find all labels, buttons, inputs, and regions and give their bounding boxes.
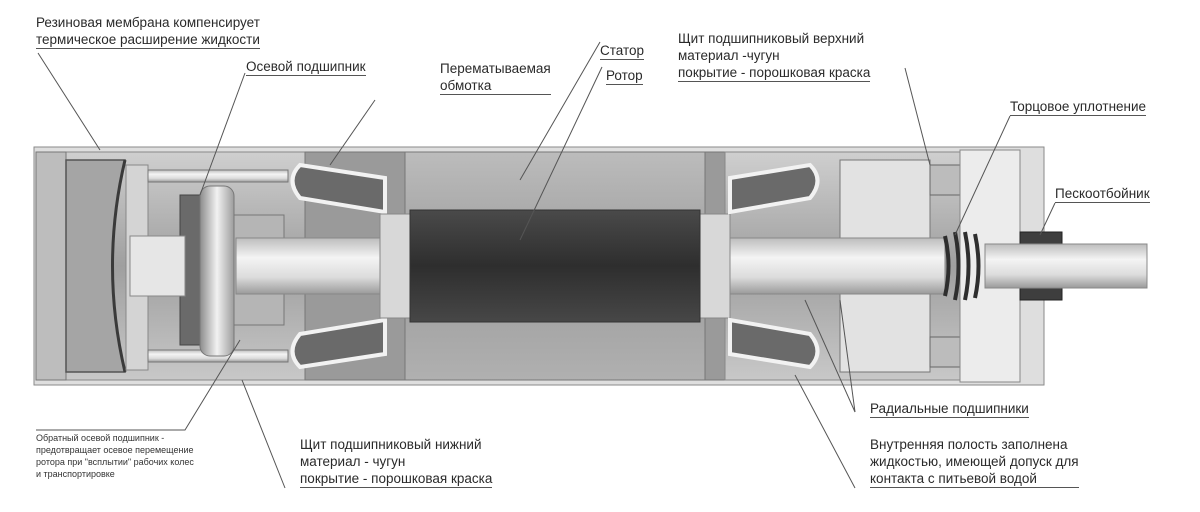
leader-upper-shield — [904, 67, 931, 166]
leader-axial-bearing — [199, 72, 246, 196]
leader-reverse-bearing — [36, 339, 241, 431]
leader-cavity — [794, 374, 856, 489]
lower-shield-line-3: покрытие - порошковая краска — [300, 471, 493, 488]
upper-shield-line-2: материал -чугун — [678, 48, 780, 63]
label-sand-guard: Пескоотбойник — [1055, 186, 1150, 203]
label-inner-cavity: Внутренняя полость заполнена жидкостью, … — [870, 436, 1079, 488]
output-shaft — [984, 243, 1148, 289]
winding-line-2: обмотка — [440, 77, 551, 95]
leader-lower-shield — [241, 379, 286, 489]
upper-shield-line-3: покрытие - порошковая краска — [678, 65, 871, 82]
cavity-line-1: Внутренняя полость заполнена — [870, 437, 1068, 452]
reverse-line-4: и транспортировке — [36, 469, 115, 479]
winding-line-1: Перематываемая — [440, 61, 551, 76]
winding-right — [728, 162, 820, 370]
label-rotor: Ротор — [606, 68, 643, 85]
label-axial-bearing: Осевой подшипник — [246, 59, 366, 76]
membrane-line-2: термическое расширение жидкости — [36, 32, 260, 49]
lower-shield-line-2: материал - чугун — [300, 454, 406, 469]
leader-seal — [954, 115, 1011, 236]
leader-winding — [329, 99, 376, 166]
reverse-line-2: предотвращает осевое перемещение — [36, 445, 194, 455]
lower-shield-line-1: Щит подшипниковый нижний — [300, 437, 482, 452]
leader-membrane — [37, 52, 101, 151]
label-upper-shield: Щит подшипниковый верхний материал -чугу… — [678, 30, 871, 82]
label-reverse-axial-bearing: Обратный осевой подшипник - предотвращае… — [36, 432, 194, 480]
reverse-line-3: ротора при "всплытии" рабочих колес — [36, 457, 194, 467]
cavity-line-3: контакта с питьевой водой — [870, 470, 1079, 488]
label-rewindable-winding: Перематываемая обмотка — [440, 60, 551, 95]
leader-sand-guard — [1039, 202, 1056, 236]
label-membrane: Резиновая мембрана компенсирует термичес… — [36, 14, 260, 49]
reverse-line-1: Обратный осевой подшипник - — [36, 433, 165, 443]
winding-left — [290, 162, 387, 370]
membrane-line-1: Резиновая мембрана компенсирует — [36, 15, 260, 30]
cavity-line-2: жидкостью, имеющей допуск для — [870, 454, 1079, 469]
leader-rotor — [519, 66, 603, 241]
rotor — [409, 209, 701, 323]
label-lower-shield: Щит подшипниковый нижний материал - чугу… — [300, 436, 493, 488]
leader-stator — [519, 41, 601, 181]
label-stator: Статор — [600, 43, 645, 60]
leader-radial-1 — [804, 299, 856, 413]
label-radial-bearings: Радиальные подшипники — [870, 401, 1029, 418]
leader-radial-2 — [839, 299, 856, 413]
mechanical-seal — [943, 231, 981, 301]
upper-shield-line-1: Щит подшипниковый верхний — [678, 31, 865, 46]
shaft-right — [729, 237, 946, 295]
rubber-membrane — [35, 151, 149, 381]
shaft-left — [235, 237, 382, 295]
label-mechanical-seal: Торцовое уплотнение — [1010, 99, 1147, 116]
